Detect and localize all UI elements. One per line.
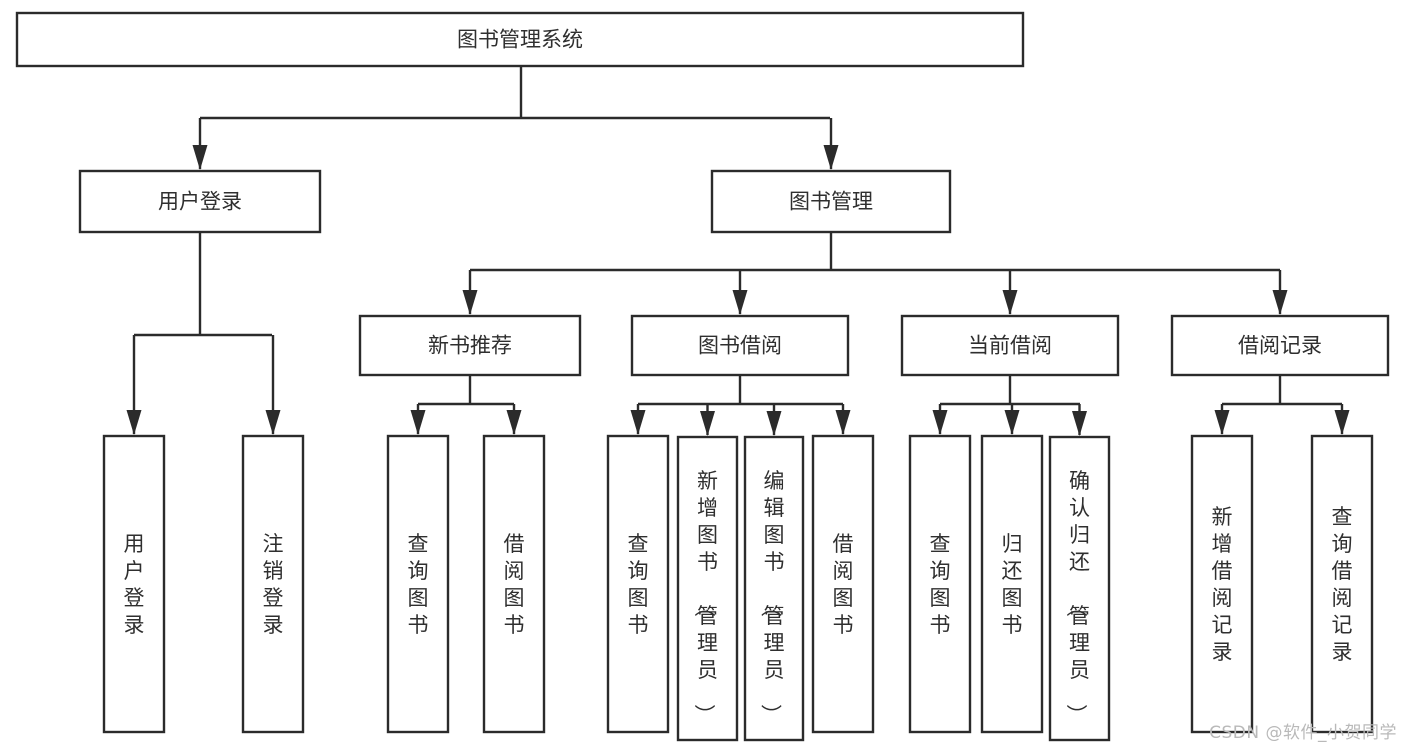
nodes-layer: 图书管理系统用户登录图书管理新书推荐图书借阅当前借阅借阅记录用户登录注销登录查询… — [15, 11, 1390, 742]
node-box — [102, 434, 166, 734]
node-box — [1190, 434, 1254, 734]
node-借阅图书[interactable]: 借阅图书 — [811, 434, 875, 734]
edge-当前借阅-to-查询图书 — [932, 404, 948, 435]
node-查询借阅记录[interactable]: 查询借阅记录 — [1310, 434, 1374, 734]
edge-图书管理-to-新书推荐 — [462, 270, 478, 315]
node-box — [1048, 435, 1111, 742]
node-图书管理系统[interactable]: 图书管理系统 — [15, 11, 1025, 68]
node-label: 新书推荐 — [428, 334, 512, 358]
node-查询图书[interactable]: 查询图书 — [908, 434, 972, 734]
node-label: 用户登录 — [158, 190, 242, 214]
node-借阅图书[interactable]: 借阅图书 — [482, 434, 546, 734]
node-确认归还管理员[interactable]: 确认归还（管理员） — [1048, 435, 1111, 742]
node-label: 新增借阅记录 — [1212, 505, 1233, 664]
node-label: 借阅图书 — [504, 532, 525, 637]
connector-records-split — [1222, 375, 1342, 406]
node-label: 用户登录 — [124, 532, 145, 637]
edge-当前借阅-to-归还图书 — [1004, 404, 1020, 435]
edge-新书推荐-to-查询图书 — [410, 404, 426, 435]
node-用户登录[interactable]: 用户登录 — [102, 434, 166, 734]
edge-图书管理-to-借阅记录 — [1272, 270, 1288, 315]
node-label: 查询借阅记录 — [1332, 505, 1353, 664]
node-label: 借阅图书 — [833, 532, 854, 637]
node-box — [980, 434, 1044, 734]
node-box — [15, 11, 1025, 68]
node-新书推荐[interactable]: 新书推荐 — [358, 314, 582, 377]
node-box — [676, 435, 739, 742]
node-box — [1170, 314, 1390, 377]
node-新增图书管理员[interactable]: 新增图书（管理员） — [676, 435, 739, 742]
node-label: 当前借阅 — [968, 334, 1052, 358]
node-box — [386, 434, 450, 734]
edge-图书管理系统-to-图书管理 — [823, 118, 839, 170]
edges-layer — [126, 66, 1350, 436]
node-box — [630, 314, 850, 377]
connector-root-split — [200, 66, 830, 120]
node-label: 查询图书 — [408, 532, 429, 637]
node-box — [811, 434, 875, 734]
connector-current-split — [940, 375, 1080, 406]
node-图书管理[interactable]: 图书管理 — [710, 169, 952, 234]
node-当前借阅[interactable]: 当前借阅 — [900, 314, 1120, 377]
node-用户登录[interactable]: 用户登录 — [78, 169, 322, 234]
node-box — [482, 434, 546, 734]
edge-图书管理系统-to-用户登录 — [192, 118, 208, 170]
node-label: 确认归还（管理员） — [1064, 469, 1090, 725]
node-归还图书[interactable]: 归还图书 — [980, 434, 1044, 734]
node-图书借阅[interactable]: 图书借阅 — [630, 314, 850, 377]
node-label: 注销登录 — [263, 532, 284, 637]
node-label: 借阅记录 — [1238, 334, 1322, 358]
node-新增借阅记录[interactable]: 新增借阅记录 — [1190, 434, 1254, 734]
edge-借阅记录-to-查询借阅记录 — [1334, 404, 1350, 435]
node-label: 图书借阅 — [698, 334, 782, 358]
node-box — [241, 434, 305, 734]
node-label: 编辑图书（管理员） — [759, 469, 785, 725]
connector-borrow-split — [638, 375, 843, 406]
edge-新书推荐-to-借阅图书 — [506, 404, 522, 435]
node-label: 归还图书 — [1002, 532, 1023, 637]
edge-图书借阅-to-借阅图书 — [835, 404, 851, 435]
node-label: 图书管理系统 — [457, 28, 583, 52]
node-label: 新增图书（管理员） — [692, 469, 718, 725]
node-查询图书[interactable]: 查询图书 — [386, 434, 450, 734]
node-box — [358, 314, 582, 377]
edge-图书借阅-to-查询图书 — [630, 404, 646, 435]
edge-借阅记录-to-新增借阅记录 — [1214, 404, 1230, 435]
edge-用户登录-to-用户登录 — [126, 335, 142, 435]
node-查询图书[interactable]: 查询图书 — [606, 434, 670, 734]
edge-当前借阅-to-确认归还管理员 — [1072, 404, 1087, 436]
edge-图书借阅-to-新增图书管理员 — [700, 404, 715, 436]
node-box — [710, 169, 952, 234]
node-label: 查询图书 — [628, 532, 649, 637]
connector-new-rec-split — [418, 375, 514, 406]
node-box — [900, 314, 1120, 377]
connector-book-mgmt-split — [470, 232, 1280, 272]
node-编辑图书管理员[interactable]: 编辑图书（管理员） — [743, 435, 805, 742]
node-box — [606, 434, 670, 734]
node-label: 查询图书 — [930, 532, 951, 637]
edge-用户登录-to-注销登录 — [265, 335, 281, 435]
node-注销登录[interactable]: 注销登录 — [241, 434, 305, 734]
node-box — [743, 435, 805, 742]
node-box — [908, 434, 972, 734]
edge-图书管理-to-图书借阅 — [732, 270, 748, 315]
connector-user-login-split — [134, 232, 272, 337]
node-box — [78, 169, 322, 234]
node-label: 图书管理 — [789, 190, 873, 214]
edge-图书借阅-to-编辑图书管理员 — [766, 404, 782, 436]
node-借阅记录[interactable]: 借阅记录 — [1170, 314, 1390, 377]
node-box — [1310, 434, 1374, 734]
edge-图书管理-to-当前借阅 — [1002, 270, 1018, 315]
